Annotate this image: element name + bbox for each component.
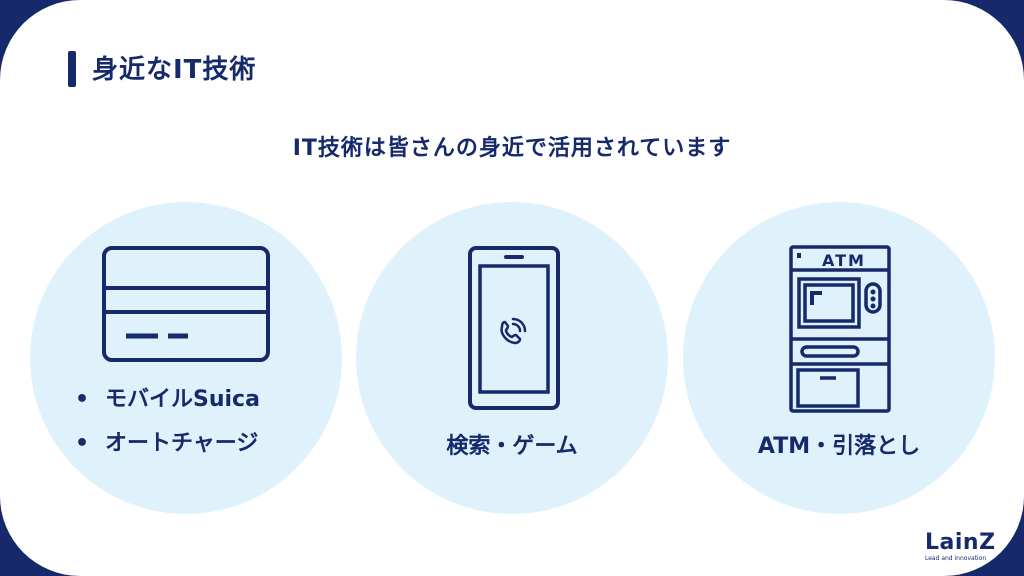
card-circle-atm: [683, 202, 995, 514]
payment-feature-list: •モバイルSuica •オートチャージ: [75, 380, 260, 468]
page-title: 身近なIT技術: [92, 55, 257, 85]
atm-machine-icon: ATM: [789, 245, 891, 413]
page-subtitle: IT技術は皆さんの身近で活用されています: [292, 136, 732, 161]
credit-card-icon: [102, 246, 270, 362]
card-circle-smartphone: [356, 202, 668, 514]
atm-label: ATM: [822, 251, 866, 270]
list-item: •オートチャージ: [75, 431, 259, 456]
logo-tagline: Lead and innovation: [925, 555, 987, 562]
list-item: •モバイルSuica: [75, 387, 260, 412]
caption-smartphone: 検索・ゲーム: [446, 434, 578, 459]
caption-atm: ATM・引落とし: [757, 434, 921, 459]
title-accent-bar: [68, 51, 76, 87]
logo-mark: LainZ: [925, 530, 996, 555]
smartphone-icon: [468, 246, 560, 410]
company-logo: LainZ Lead and innovation: [925, 531, 1013, 567]
